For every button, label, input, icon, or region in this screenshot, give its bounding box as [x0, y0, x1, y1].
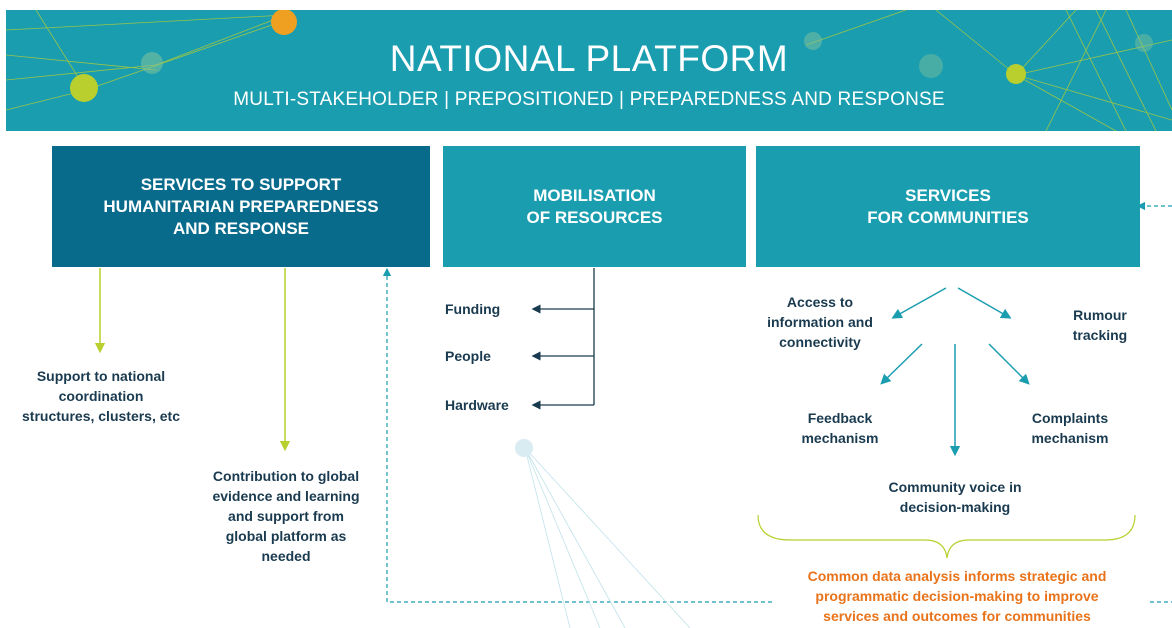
national-support-label: Support to national coordination structu…	[22, 368, 180, 424]
global-contribution-label: Contribution to global evidence and lear…	[212, 468, 360, 564]
orange-dot-icon	[271, 10, 297, 35]
services-support-label: SERVICES TO SUPPORT HUMANITARIAN PREPARE…	[103, 174, 379, 238]
mobilisation-label: MOBILISATION OF RESOURCES	[526, 185, 663, 227]
feedback-mechanism-label: Feedback mechanism	[801, 410, 879, 446]
resource-funding: Funding	[445, 301, 501, 317]
resource-hardware: Hardware	[445, 397, 509, 413]
access-info-label: Access to information and connectivity	[767, 294, 873, 350]
complaints-mechanism-label: Complaints mechanism	[1031, 410, 1109, 446]
bottom-network-decoration	[524, 447, 691, 628]
community-voice-label: Community voice in decision-making	[888, 479, 1022, 515]
community-brace	[757, 514, 1136, 559]
communities-label: SERVICES FOR COMMUNITIES	[867, 185, 1029, 227]
services-support-box: SERVICES TO SUPPORT HUMANITARIAN PREPARE…	[52, 146, 430, 267]
community-arrows	[880, 287, 1030, 457]
green-dot-icon	[1006, 64, 1026, 84]
mobilisation-box: MOBILISATION OF RESOURCES	[443, 146, 746, 267]
rumour-tracking-label: Rumour tracking	[1072, 307, 1128, 343]
resource-people: People	[445, 348, 491, 364]
resource-bracket	[531, 268, 595, 410]
page-title: NATIONAL PLATFORM	[389, 38, 789, 79]
green-dot-icon	[70, 74, 98, 102]
data-analysis-note: Common data analysis informs strategic a…	[807, 568, 1107, 624]
network-decoration	[6, 10, 1172, 131]
network-node-icon	[515, 439, 533, 457]
header-banner: NATIONAL PLATFORM MULTI-STAKEHOLDER | PR…	[6, 10, 1172, 131]
communities-box: SERVICES FOR COMMUNITIES	[756, 146, 1140, 267]
page-subtitle: MULTI-STAKEHOLDER | PREPOSITIONED | PREP…	[233, 89, 945, 110]
